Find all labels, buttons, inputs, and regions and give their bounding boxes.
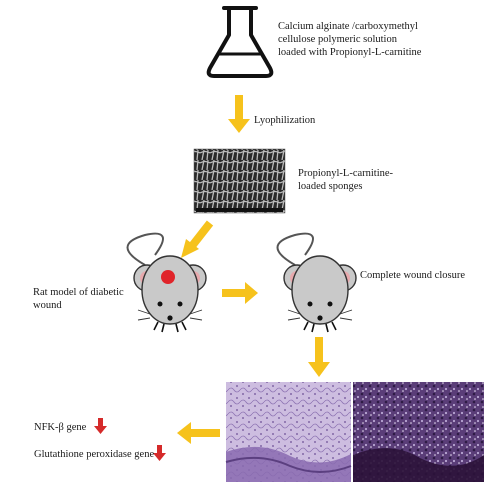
down-arrow-icon xyxy=(94,418,107,434)
arrow-down-1 xyxy=(228,95,250,133)
lyophilization-label: Lyophilization xyxy=(254,115,316,126)
rat-model-label-line2: wound xyxy=(33,300,62,311)
arrow-right-1 xyxy=(222,282,258,304)
wound-mark xyxy=(161,270,175,284)
down-arrow-icon-2 xyxy=(153,445,166,461)
sem-scale-bar xyxy=(196,208,283,212)
solution-label-line2: cellulose polymeric solution xyxy=(278,34,397,45)
rat-model-label: Rat model of diabetic wound xyxy=(33,286,124,312)
rat-icon-healed xyxy=(276,232,357,333)
sponge-label-line1: Propionyl-L-carnitine- xyxy=(298,168,394,179)
gene2-label: Glutathione peroxidase gene xyxy=(34,449,155,460)
sponge-label-line2: loaded sponges xyxy=(298,181,363,192)
closure-label: Complete wound closure xyxy=(360,270,465,281)
histology-image xyxy=(225,382,484,482)
arrow-left xyxy=(177,422,220,444)
sponge-sem-image xyxy=(193,148,286,214)
solution-label-line1: Calcium alginate /carboxymethyl xyxy=(278,21,418,32)
arrow-down-2 xyxy=(308,337,330,377)
arrow-diagonal xyxy=(181,220,214,258)
gene1-label: NFK-β gene xyxy=(34,422,87,433)
sponge-label: Propionyl-L-carnitine- loaded sponges xyxy=(298,167,393,193)
rat-icon xyxy=(126,232,207,333)
solution-label-line3: loaded with Propionyl-L-carnitine xyxy=(278,47,422,58)
flask-icon xyxy=(206,6,274,78)
rat-model-label-line1: Rat model of diabetic xyxy=(33,287,124,298)
solution-label: Calcium alginate /carboxymethyl cellulos… xyxy=(278,20,421,59)
